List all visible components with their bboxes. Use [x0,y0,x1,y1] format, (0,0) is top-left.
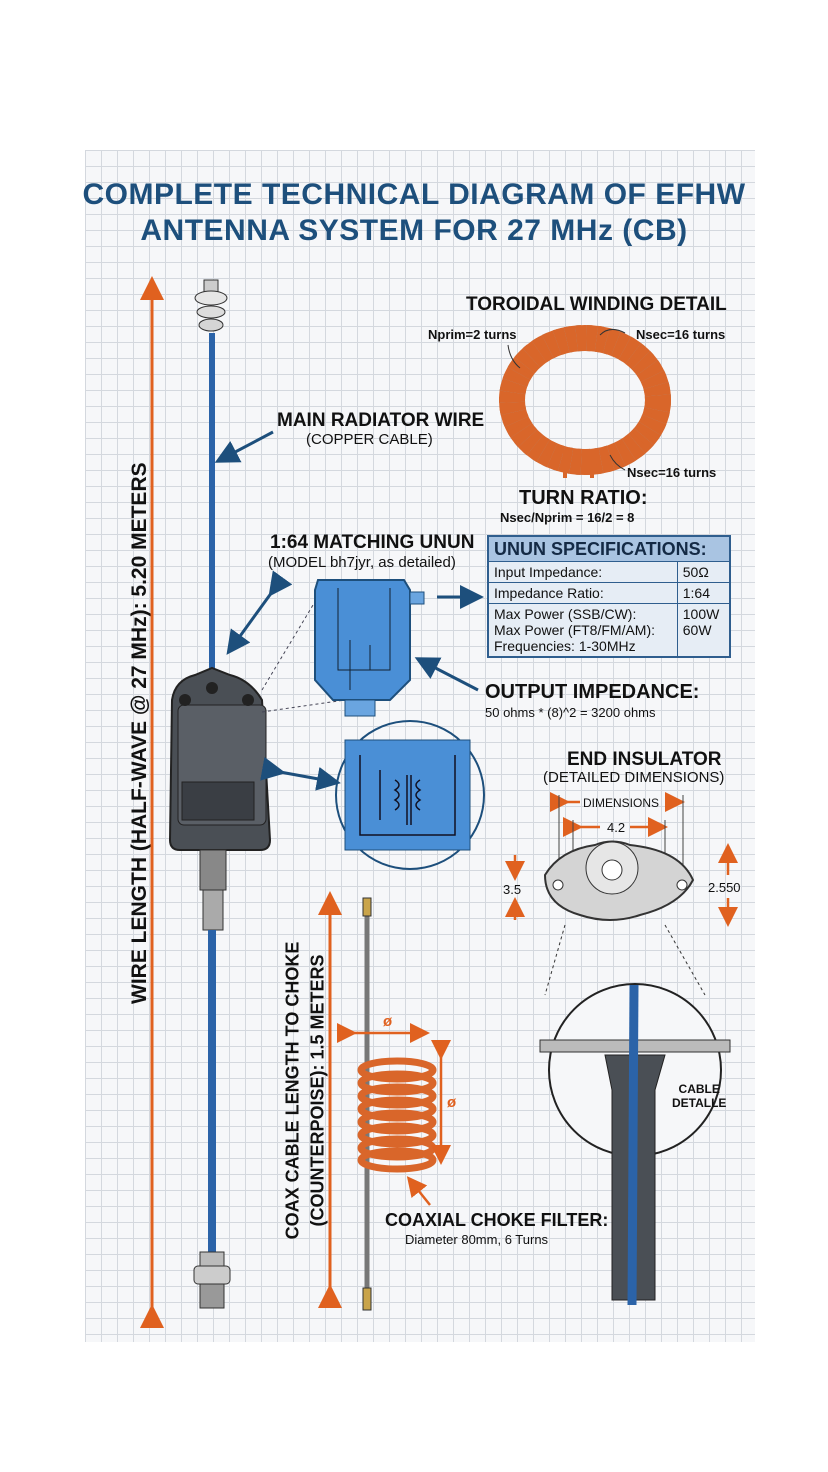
choke-coil-illustration [357,1057,437,1173]
output-impedance-title: OUTPUT IMPEDANCE: [485,681,700,703]
cable-detail-wire [627,984,639,1306]
main-radiator-title: MAIN RADIATOR WIRE [277,410,485,431]
spec-value: 1:64 [676,582,731,604]
toroid-illustration [499,325,671,478]
hole-dimension: 3.5 [503,882,522,897]
end-insulator-title: END INSULATOR [567,749,722,770]
turn-ratio-title: TURN RATIO: [519,487,648,509]
coax-length-line-1: COAX CABLE LENGTH TO CHOKE [282,941,303,1240]
unun-enclosure [168,666,272,931]
cable-detail-label: CABLE DETALLE [672,1082,726,1110]
top-insulator-icon [194,279,228,332]
wire-length-label: WIRE LENGTH (HALF-WAVE @ 27 MHz): 5.20 M… [128,462,151,1004]
spec-value: 100W [682,606,720,622]
spec-value: 60W [682,622,712,638]
specs-header: UNUN SPECIFICATIONS: [487,535,731,562]
nsec-top-label: Nsec=16 turns [636,327,726,342]
bottom-connector-icon [193,1251,231,1309]
main-radiator-subtitle: (COPPER CABLE) [306,431,433,448]
cable-detail-line: CABLE [678,1082,720,1096]
dimensions-label: DIMENSIONS [583,796,660,810]
toroid-title: TOROIDAL WINDING DETAIL [466,294,727,315]
unun-subtitle: (MODEL bh7jyr, as detailed) [268,554,456,571]
output-impedance-formula: 50 ohms * (8)^2 = 3200 ohms [485,705,656,720]
height-dimension: 2.550 [708,880,741,895]
choke-subtitle: Diameter 80mm, 6 Turns [405,1232,549,1247]
spec-label: Input Impedance: [487,561,678,583]
choke-diameter-symbol-top: ø [383,1013,393,1030]
schematic-detail-circle [335,720,485,870]
table-row: Impedance Ratio:1:64 [487,582,731,604]
spec-label: Impedance Ratio: [487,582,678,604]
nsec-bottom-label: Nsec=16 turns [627,465,717,480]
unun-cutaway-illustration [314,579,425,717]
title-line-1: COMPLETE TECHNICAL DIAGRAM OF EFHW [82,178,746,211]
unun-title: 1:64 MATCHING UNUN [270,532,475,553]
table-row: Max Power (SSB/CW):Max Power (FT8/FM/AM)… [487,603,731,658]
cable-detail-line: DETALLE [672,1096,727,1110]
choke-title: COAXIAL CHOKE FILTER: [385,1210,609,1230]
nprim-label: Nprim=2 turns [428,327,517,342]
unun-specifications-table: UNUN SPECIFICATIONS: Input Impedance:50Ω… [487,535,731,658]
coax-length-line-2: (COUNTERPOISE): 1.5 METERS [307,954,328,1227]
title-line-2: ANTENNA SYSTEM FOR 27 MHz (CB) [140,214,688,247]
spec-value: 50Ω [676,561,731,583]
turn-ratio-formula: Nsec/Nprim = 16/2 = 8 [500,510,635,525]
end-insulator-illustration [505,792,738,927]
end-insulator-subtitle: (DETAILED DIMENSIONS) [543,769,725,786]
spec-label: Max Power (SSB/CW): [494,606,637,622]
spec-label: Frequencies: 1-30MHz [494,638,636,654]
width-dimension: 4.2 [607,820,626,835]
spec-label: Max Power (FT8/FM/AM): [494,622,656,638]
choke-diameter-symbol-side: ø [447,1094,457,1111]
table-row: Input Impedance:50Ω [487,561,731,583]
